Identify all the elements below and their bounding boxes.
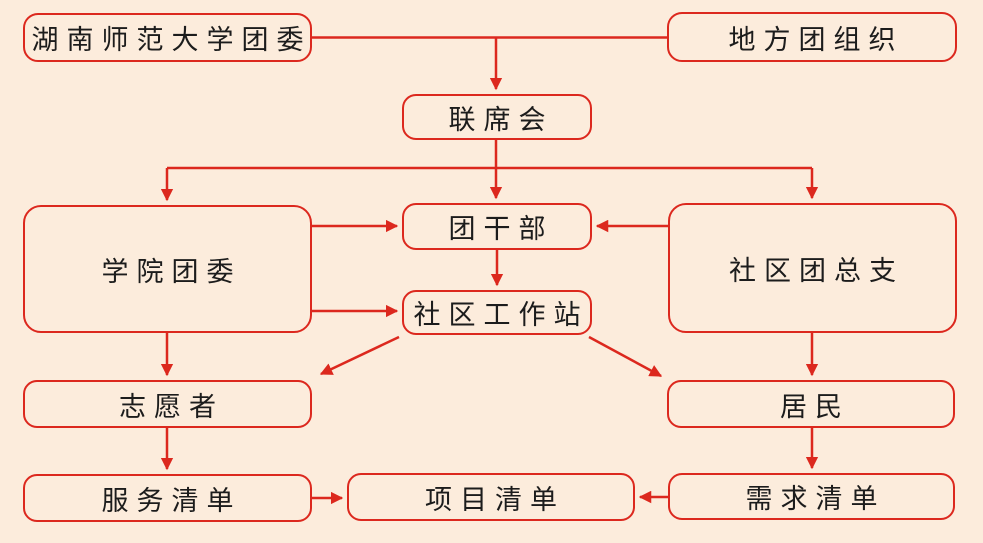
- node-community-workstation: 社区工作站: [402, 290, 592, 335]
- node-demand-list: 需求清单: [668, 473, 955, 520]
- node-service-list: 服务清单: [23, 474, 312, 522]
- edge-joint-branch-line: [167, 140, 812, 170]
- node-college-league-committee: 学院团委: [23, 205, 312, 333]
- edge-station-resident: [588, 335, 663, 378]
- edge-station-volunteer: [319, 335, 400, 376]
- node-residents: 居民: [667, 380, 955, 428]
- node-project-list: 项目清单: [347, 473, 635, 521]
- node-community-league-branch: 社区团总支: [668, 203, 957, 333]
- node-local-league-organization: 地方团组织: [667, 12, 957, 62]
- node-league-cadres: 团干部: [402, 203, 592, 250]
- node-joint-conference: 联席会: [402, 94, 592, 140]
- node-university-league-committee: 湖南师范大学团委: [23, 13, 312, 62]
- node-volunteers: 志愿者: [23, 380, 312, 428]
